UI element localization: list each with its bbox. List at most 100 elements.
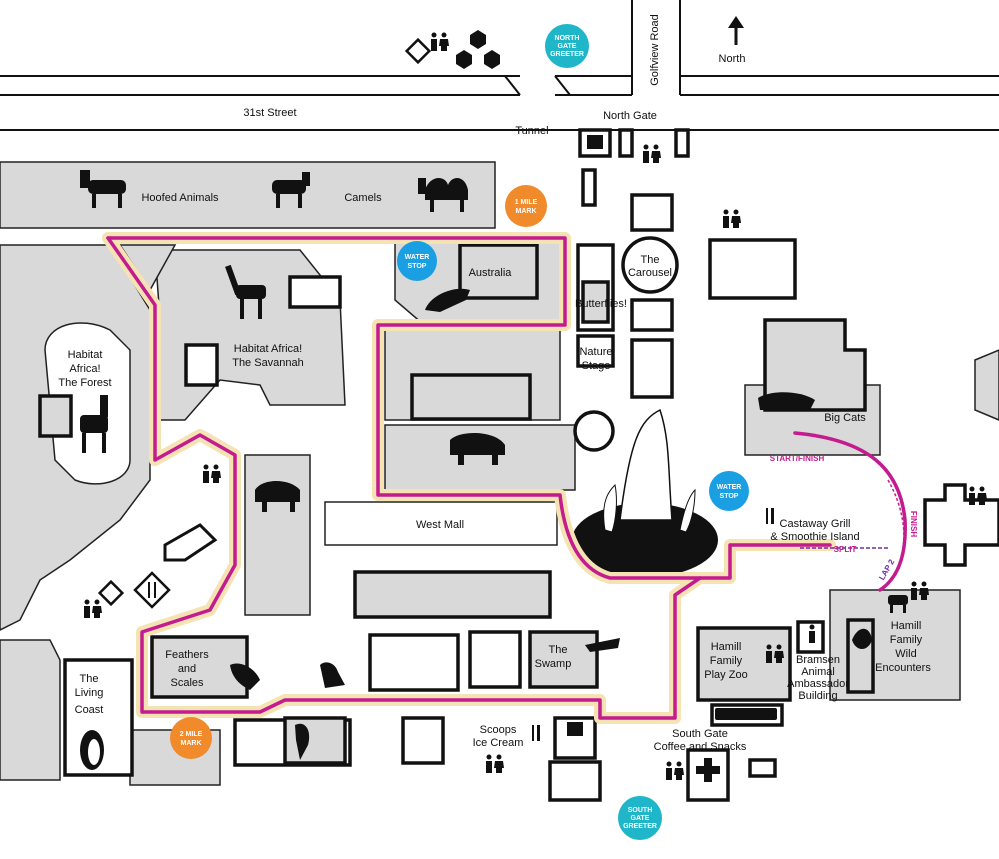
pelican-icon [320,662,345,688]
restroom-icon [643,144,661,163]
restroom-icon [84,599,102,618]
info-diamond-icon [97,579,125,607]
area-label: Swamp [535,658,572,670]
mile-1-marker: 1 MILE MARK [505,185,547,227]
area-label: Castaway Grill [780,518,851,530]
direction-arrow-icon [163,523,218,562]
finish-label: FINISH [909,511,918,537]
area-label: Butterflies! [575,298,627,310]
okapi-icon [80,395,108,453]
gift-shop-icon [587,135,603,149]
area-label: Stage [582,360,611,372]
lizard-icon [230,663,260,690]
street-label: Golfview Road [649,14,661,86]
gift-shop-icon [567,722,583,736]
camel-icon [418,178,468,212]
badge-text: WATER [405,254,430,261]
area-label: Hamill [711,641,742,653]
area-label: Bramsen [796,654,840,666]
water-stop-badge: WATER STOP [397,241,437,281]
badge-text: 2 MILE [180,731,203,738]
gate-label: North Gate [603,110,657,122]
penguin-icon [80,730,104,770]
badge-text: WATER [717,484,742,491]
split-label: SPLIT [834,545,857,554]
area-label: Feathers [165,649,209,661]
badge-text: GATE [631,815,650,822]
badge-text: 1 MILE [515,199,538,206]
area-label: Habitat Africa! [234,343,302,355]
restroom-icon [766,644,784,663]
north-gate-greeter-badge: NORTH GATE GREETER [545,24,589,68]
labels: 31st Street Golfview Road North North Ga… [58,14,931,753]
restroom-icon [969,486,987,505]
bison-icon [255,481,300,512]
restroom-icon [486,754,504,773]
restroom-icon [911,581,929,600]
mile-2-marker: 2 MILE MARK [170,717,212,759]
first-aid-icon [696,758,720,782]
info-diamond-icon [404,37,432,65]
area-label: Habitat [68,349,103,361]
amenity-icons [84,16,987,782]
tunnel-label: Tunnel [515,125,548,137]
street-label: 31st Street [243,107,296,119]
area-label: Encounters [875,662,931,674]
start-finish-label: START/FINISH [770,454,825,463]
badge-text: GREETER [550,51,584,58]
area-label: Animal [801,666,835,678]
area-label: The Savannah [232,357,304,369]
animal-silhouettes [80,170,908,770]
goat-icon [888,595,908,613]
north-arrow-icon [728,16,744,45]
area-label: Coast [75,704,104,716]
water-stop-badge: WATER STOP [709,471,749,511]
area-label: West Mall [416,519,464,531]
food-icon [532,725,540,741]
area-label: The Forest [58,377,111,389]
area-label: Africa! [69,363,100,375]
badge-text: GATE [558,43,577,50]
train-icon [715,708,777,720]
horse-icon [272,172,310,208]
area-label: Ambassador [787,678,849,690]
food-icon [133,571,171,609]
big-cat-icon [758,392,815,410]
area-label: Coffee and Snacks [654,741,747,753]
area-label: and [178,663,196,675]
food-icon [766,508,774,524]
area-label: South Gate [672,728,728,740]
area-label: Carousel [628,267,672,279]
area-label: Play Zoo [704,669,747,681]
bird-icon [295,723,310,760]
rhino-icon [450,433,505,465]
area-label: The [549,644,568,656]
streets [0,0,999,131]
badge-text: GREETER [623,823,657,830]
badge-text: SOUTH [628,807,653,814]
kangaroo-icon [425,288,470,312]
hexagon-icons [456,30,500,69]
area-label: Scales [170,677,204,689]
buildings [38,128,999,802]
badge-text: STOP [408,263,427,270]
area-label: The [80,673,99,685]
area-label: Nature [579,346,612,358]
restroom-icon [666,761,684,780]
area-label: Wild [895,648,916,660]
area-label: & Smoothie Island [770,531,859,543]
race-route [102,232,907,724]
restroom-icon [203,464,221,483]
restroom-icon [431,32,449,51]
badge-text: MARK [516,208,537,215]
area-label: Family [890,634,923,646]
area-label: Living [75,687,104,699]
badge-text: STOP [720,493,739,500]
restroom-icon [809,624,815,643]
area-label: Family [710,655,743,667]
area-label: Camels [344,192,382,204]
area-label: Hamill [891,620,922,632]
giraffe-icon [225,264,266,319]
zebra-icon [80,170,126,208]
restroom-icon [723,209,741,228]
